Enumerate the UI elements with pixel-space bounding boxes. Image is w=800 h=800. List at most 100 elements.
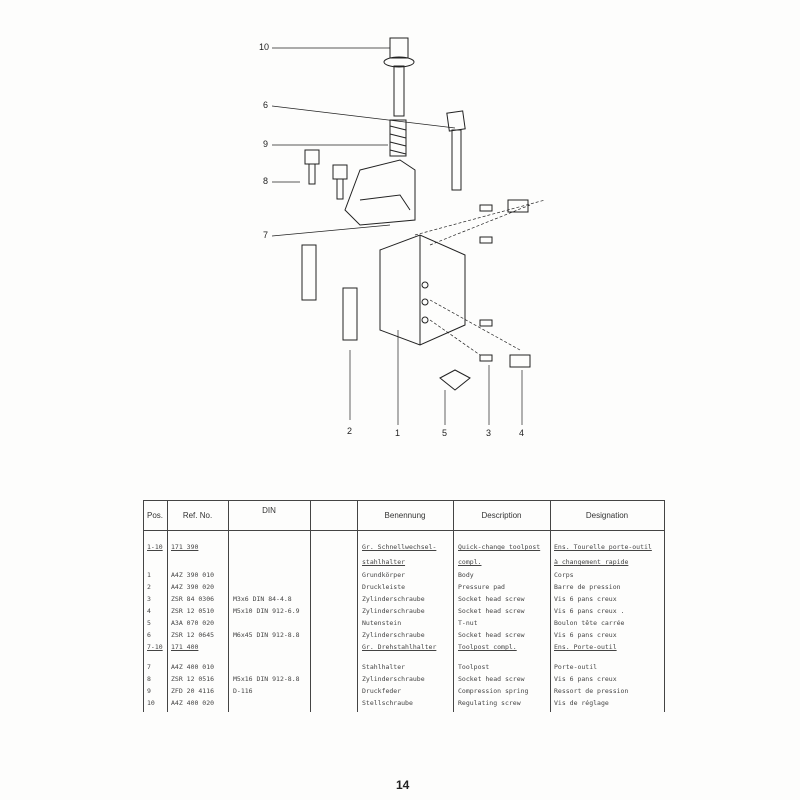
cell-en: Socket head screw	[458, 675, 525, 683]
cell-de: Gr. Schnellwechsel-	[362, 543, 437, 551]
cell-de: Zylinderschraube	[362, 631, 425, 639]
cell-pos: 1-10	[147, 543, 163, 551]
cell-fr: Vis 6 pans creux	[554, 675, 617, 683]
callout-2: 2	[347, 426, 353, 436]
callout-4: 4	[519, 428, 525, 438]
table-row: 1-10 171 390 Gr. Schnellwechsel- Quick-chan…	[143, 541, 665, 553]
cell-pos: 5	[147, 619, 151, 627]
cell-fr: Barre de pression	[554, 583, 621, 591]
cell-din: M3x6 DIN 84-4.8	[233, 595, 292, 603]
cell-fr: Porte-outil	[554, 663, 598, 671]
table-row: 9 ZFD 20 4116 D-116 Druckfeder Compression s…	[143, 685, 665, 697]
cell-pos: 7-10	[147, 643, 163, 651]
col-divider	[310, 500, 311, 712]
cell-en: compl.	[458, 558, 482, 566]
cell-de: Gr. Drehstahlhalter	[362, 643, 437, 651]
cell-pos: 6	[147, 631, 151, 639]
callout-8: 8	[263, 176, 269, 186]
cell-din: M5x10 DIN 912-6.9	[233, 607, 300, 615]
cell-ref: A4Z 400 020	[171, 699, 215, 707]
header-designation: Designation	[585, 510, 629, 520]
cell-de: Nutenstein	[362, 619, 402, 627]
cell-fr: Ens. Tourelle porte-outil	[554, 543, 652, 551]
cell-ref: ZFD 20 4116	[171, 687, 215, 695]
callout-6: 6	[263, 100, 269, 110]
cell-din: M5x16 DIN 912-8.8	[233, 675, 300, 683]
cell-pos: 8	[147, 675, 151, 683]
cell-en: Socket head screw	[458, 607, 525, 615]
cell-pos: 4	[147, 607, 151, 615]
header-description: Description	[481, 510, 522, 520]
cell-en: Compression spring	[458, 687, 529, 695]
cell-fr: Vis 6 pans creux	[554, 595, 617, 603]
cell-fr: Vis 6 pans creux	[554, 631, 617, 639]
callout-9: 9	[263, 139, 269, 149]
cell-de: Zylinderschraube	[362, 675, 425, 683]
col-divider	[453, 500, 454, 712]
cell-din: D-116	[233, 687, 253, 695]
col-divider	[550, 500, 551, 712]
pressure-pads	[301, 244, 358, 341]
cell-fr: à changement rapide	[554, 558, 629, 566]
cell-ref: 171 390	[171, 543, 199, 551]
cell-en: Toolpost compl.	[458, 643, 517, 651]
header-ref-no: Ref. No.	[182, 510, 213, 520]
cell-ref: A4Z 390 020	[171, 583, 215, 591]
leader-lines	[271, 47, 546, 425]
table-row: stahlhalter compl. à changement rapide	[143, 556, 665, 568]
cell-en: Toolpost	[458, 663, 490, 671]
t-nut	[439, 369, 471, 391]
cell-din: M6x45 DIN 912-8.8	[233, 631, 300, 639]
callout-10: 10	[259, 42, 270, 52]
cell-fr: Vis de réglage	[554, 699, 609, 707]
cell-en: Pressure pad	[458, 583, 505, 591]
cell-ref: A4Z 390 010	[171, 571, 215, 579]
cell-en: Quick-change toolpost	[458, 543, 541, 551]
parts-table: Pos. Ref. No. DIN Benennung Description …	[143, 500, 665, 712]
cell-pos: 10	[147, 699, 155, 707]
col-divider	[357, 500, 358, 712]
cell-ref: ZSR 84 0306	[171, 595, 215, 603]
cell-de: stahlhalter	[362, 558, 406, 566]
cell-de: Druckleiste	[362, 583, 406, 591]
cell-pos: 9	[147, 687, 151, 695]
cell-ref: ZSR 12 0516	[171, 675, 215, 683]
cell-ref: ZSR 12 0510	[171, 607, 215, 615]
callout-5: 5	[442, 428, 448, 438]
header-divider	[143, 530, 665, 531]
cell-ref: A4Z 400 010	[171, 663, 215, 671]
cell-fr: Corps	[554, 571, 574, 579]
table-border-top	[143, 500, 665, 501]
header-pos: Pos.	[146, 510, 163, 520]
small-screws	[479, 199, 531, 368]
cell-de: Grundkörper	[362, 571, 406, 579]
callout-1: 1	[395, 428, 401, 438]
cell-de: Stellschraube	[362, 699, 413, 707]
cell-fr: Ressort de pression	[554, 687, 629, 695]
socket-head-screws-8	[304, 149, 348, 200]
toolpost	[344, 159, 416, 226]
regulating-screw	[383, 37, 415, 117]
cell-en: T-nut	[458, 619, 478, 627]
cell-de: Druckfeder	[362, 687, 402, 695]
page-number: 14	[396, 778, 410, 792]
cell-de: Zylinderschraube	[362, 595, 425, 603]
cell-ref: A3A 070 020	[171, 619, 215, 627]
cell-ref: 171 400	[171, 643, 199, 651]
header-benennung: Benennung	[384, 510, 426, 520]
table-row: 3 ZSR 84 0306 M3x6 DIN 84-4.8 Zylinderschra…	[143, 593, 665, 605]
cell-en: Body	[458, 571, 474, 579]
exploded-view-diagram	[271, 37, 546, 425]
body	[379, 234, 466, 346]
col-divider	[228, 500, 229, 712]
cell-fr: Boulon tête carrée	[554, 619, 625, 627]
table-row: 8 ZSR 12 0516 M5x16 DIN 912-8.8 Zylindersch…	[143, 673, 665, 685]
cell-pos: 3	[147, 595, 151, 603]
callout-3: 3	[486, 428, 492, 438]
